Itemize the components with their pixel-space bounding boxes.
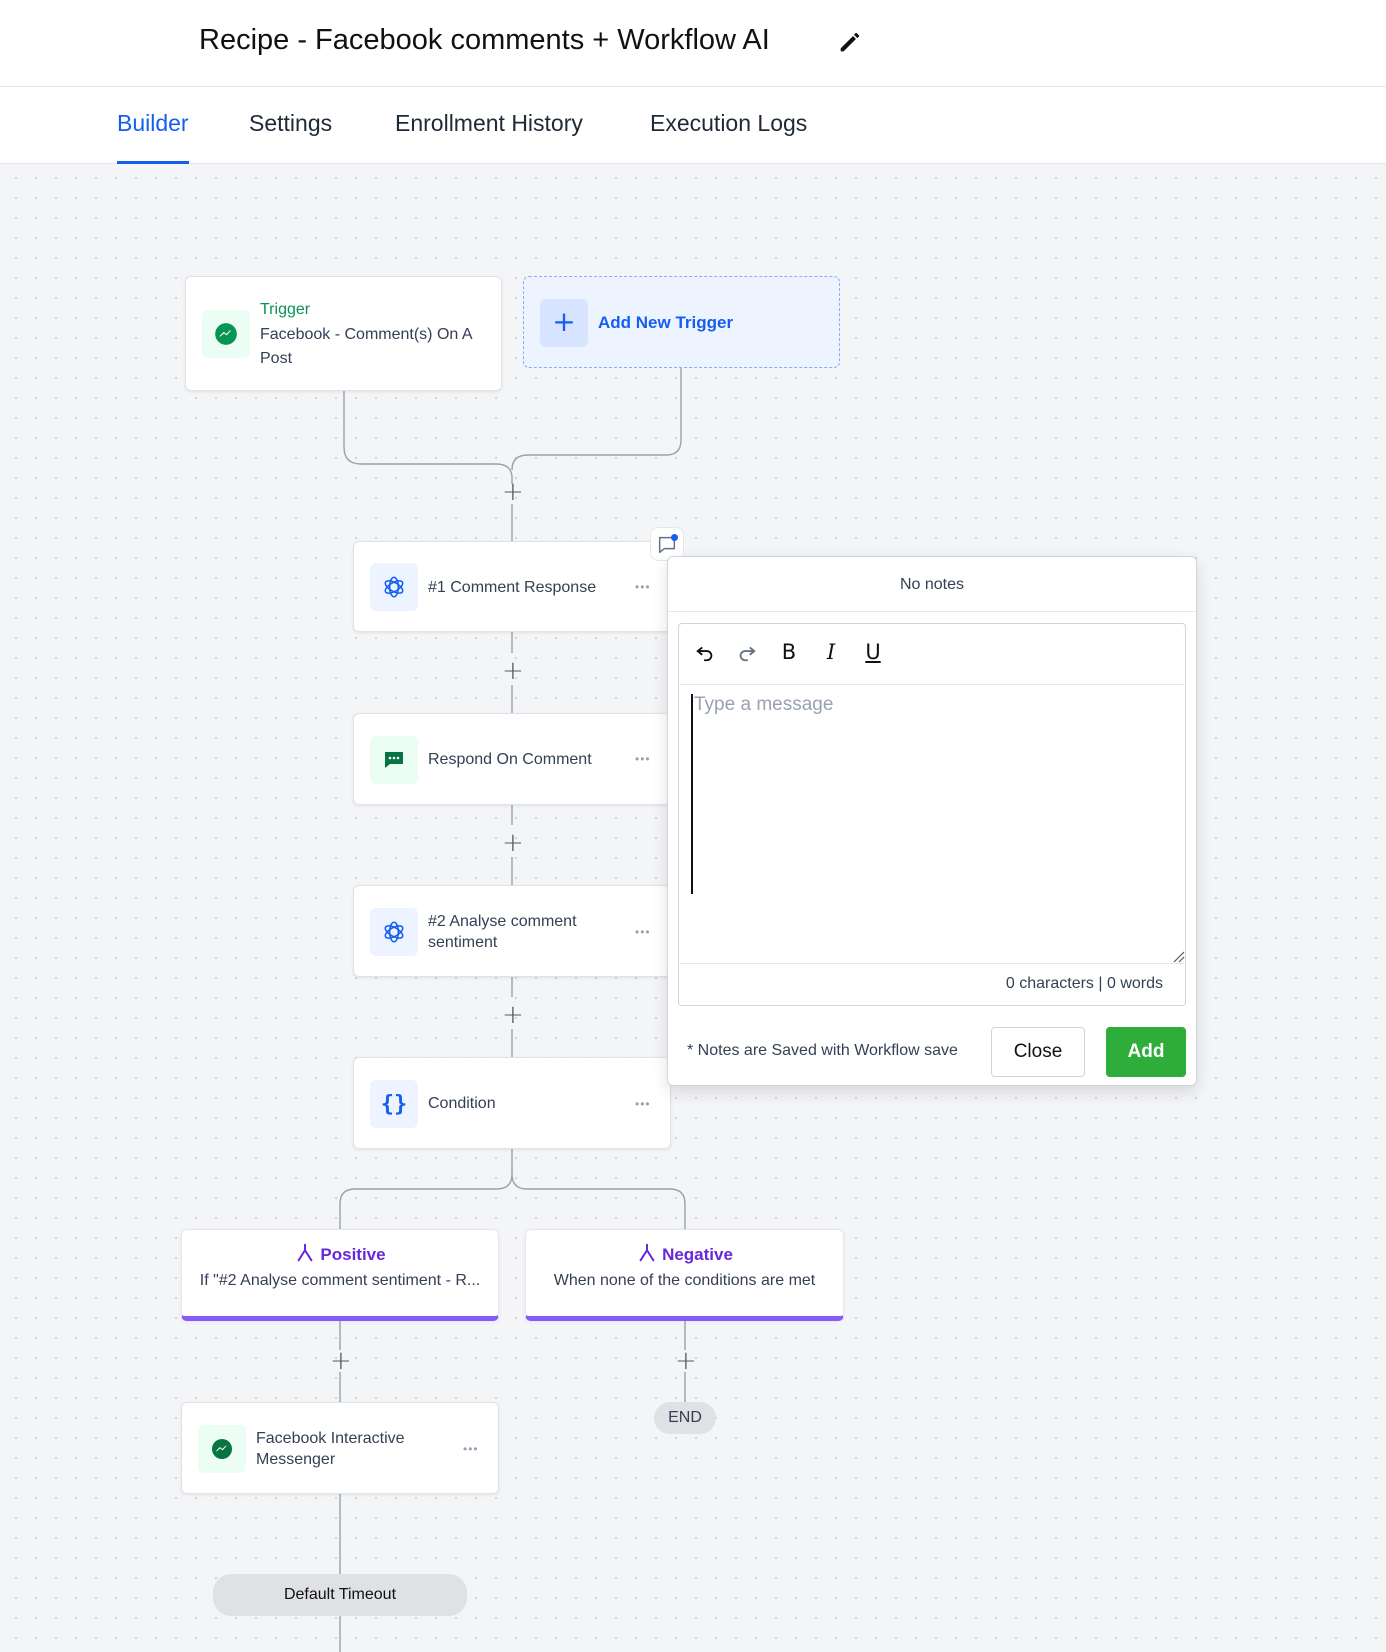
branch-positive[interactable]: Positive If "#2 Analyse comment sentimen… [181, 1229, 499, 1321]
trigger-card[interactable]: Trigger Facebook - Comment(s) On A Post [185, 276, 502, 391]
node-facebook-interactive-messenger[interactable]: Facebook Interactive Messenger [181, 1402, 499, 1494]
tab-enrollment-history[interactable]: Enrollment History [395, 110, 583, 136]
node-label: #1 Comment Response [428, 579, 597, 596]
node-label: Condition [428, 1095, 496, 1112]
branch-title-text: Positive [320, 1245, 386, 1264]
close-button[interactable]: Close [991, 1027, 1085, 1077]
notes-header: No notes [668, 557, 1196, 612]
tab-bar: Builder Settings Enrollment History Exec… [0, 88, 1386, 164]
node-label: Respond On Comment [428, 751, 592, 768]
trigger-title: Trigger [260, 301, 311, 318]
more-options-icon[interactable] [463, 1442, 485, 1456]
notes-popover: No notes B I U 0 characters | 0 words * … [667, 556, 1197, 1086]
more-options-icon[interactable] [635, 580, 657, 594]
redo-icon[interactable] [732, 637, 762, 667]
more-options-icon[interactable] [635, 752, 657, 766]
branch-title: Negative [526, 1242, 843, 1265]
openai-icon [370, 563, 418, 611]
branch-title-text: Negative [662, 1245, 733, 1264]
add-trigger-label: Add New Trigger [598, 313, 734, 332]
node-comment-response[interactable]: #1 Comment Response [353, 541, 671, 632]
node-label: #2 Analyse comment sentiment [428, 913, 577, 951]
add-step-plus-icon[interactable]: + [330, 1346, 352, 1376]
trigger-name: Facebook - Comment(s) On A Post [260, 326, 472, 367]
branch-split-icon [639, 1243, 655, 1262]
node-analyse-sentiment[interactable]: #2 Analyse comment sentiment [353, 885, 671, 977]
add-note-button[interactable]: Add [1106, 1027, 1186, 1077]
tab-execution-logs[interactable]: Execution Logs [650, 110, 808, 136]
plus-icon: + [540, 299, 588, 347]
branch-condition-text: When none of the conditions are met [553, 1272, 816, 1289]
more-options-icon[interactable] [635, 1097, 657, 1111]
notes-button[interactable] [650, 527, 684, 561]
header-bar: Recipe - Facebook comments + Workflow AI [0, 0, 1386, 87]
add-step-plus-icon[interactable]: + [502, 828, 524, 858]
add-step-plus-icon[interactable]: + [502, 656, 524, 686]
notes-save-hint: * Notes are Saved with Workflow save [687, 1042, 958, 1059]
note-message-input[interactable] [691, 694, 1171, 894]
add-step-plus-icon[interactable]: + [675, 1346, 697, 1376]
pencil-icon[interactable] [836, 28, 864, 56]
branch-negative[interactable]: Negative When none of the conditions are… [525, 1229, 844, 1321]
more-options-icon[interactable] [635, 925, 657, 939]
messenger-icon [202, 310, 250, 358]
tab-settings[interactable]: Settings [249, 110, 333, 136]
resize-handle-icon[interactable] [1173, 951, 1185, 963]
add-step-plus-icon[interactable]: + [502, 1000, 524, 1030]
comment-icon [370, 736, 418, 784]
branch-title: Positive [182, 1242, 498, 1265]
editor-toolbar: B I U [679, 624, 1185, 685]
tab-builder[interactable]: Builder [117, 110, 189, 164]
messenger-icon [198, 1425, 246, 1473]
default-timeout-pill[interactable]: Default Timeout [213, 1574, 467, 1616]
notification-dot [671, 534, 678, 541]
bold-icon[interactable]: B [781, 640, 797, 664]
counter-area: 0 characters | 0 words [679, 963, 1185, 1005]
braces-icon: {} [370, 1080, 418, 1128]
branch-split-icon [297, 1243, 313, 1262]
add-step-plus-icon[interactable]: + [502, 477, 524, 507]
node-respond-on-comment[interactable]: Respond On Comment [353, 713, 671, 805]
add-new-trigger-button[interactable]: + Add New Trigger [523, 276, 840, 368]
branch-condition-text: If "#2 Analyse comment sentiment - R... [199, 1272, 481, 1289]
italic-icon[interactable]: I [826, 640, 836, 664]
underline-icon[interactable]: U [865, 640, 881, 664]
node-label: Facebook Interactive Messenger [256, 1430, 405, 1468]
notes-editor: B I U 0 characters | 0 words [678, 623, 1186, 1006]
undo-icon[interactable] [690, 637, 720, 667]
openai-icon [370, 908, 418, 956]
character-word-counter: 0 characters | 0 words [1005, 975, 1163, 992]
end-marker: END [654, 1402, 716, 1434]
page-title: Recipe - Facebook comments + Workflow AI [199, 24, 770, 56]
node-condition[interactable]: {} Condition [353, 1057, 671, 1149]
